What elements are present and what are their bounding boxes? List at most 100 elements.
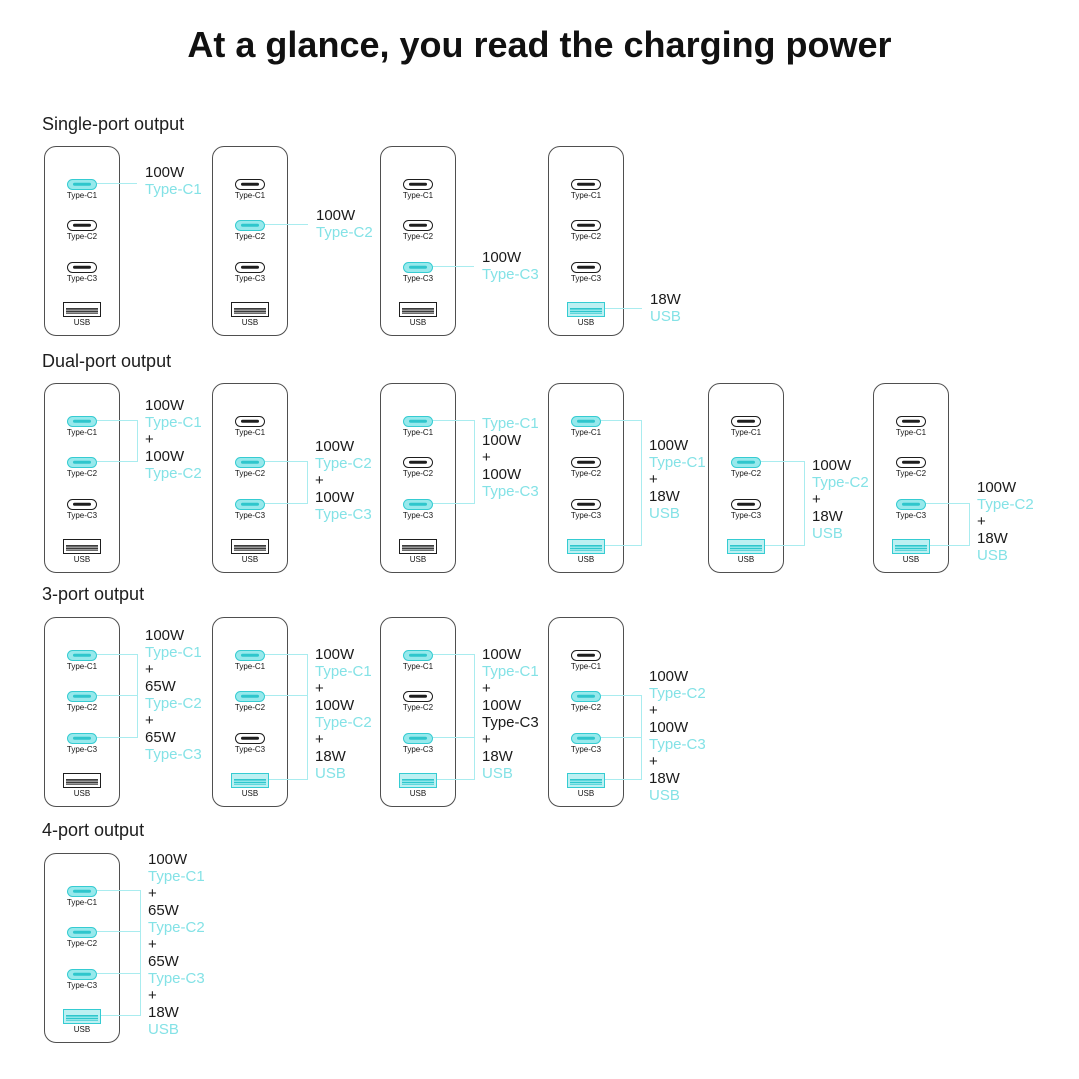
port-label-c3: Type-C3 [66,511,98,520]
connector-line [605,779,641,781]
typec-port-c1-active [235,649,265,661]
typec-port-c2 [403,690,433,702]
typec-slot [409,182,427,186]
typec-port-c2 [896,456,926,468]
typec-port-c1-active [67,415,97,427]
typec-slot [73,930,91,934]
typec-slot [241,736,259,740]
connector-line [265,503,307,505]
power-label-line: 100W [649,668,689,685]
connector-bracket [969,503,971,547]
page-title: At a glance, you read the charging power [187,24,892,65]
port-label-c1: Type-C1 [730,428,762,437]
power-label-line: 100W [482,697,522,714]
port-label-c2: Type-C2 [570,232,602,241]
typec-port-c1 [235,415,265,427]
typec-slot [577,502,595,506]
port-label-c1: Type-C1 [402,428,434,437]
typec-slot [73,972,91,976]
connector-line [97,890,140,892]
usb-port [63,772,101,788]
usb-port-active [892,538,930,554]
connector-line [433,737,474,739]
port-label-c2: Type-C2 [66,939,98,948]
typec-port-c3 [67,498,97,510]
usb-port-active [727,538,765,554]
power-label-line: Type-C1 [148,868,205,885]
power-label-line: 18W [977,530,1008,547]
power-label-line: USB [315,765,346,782]
power-label-line: 100W [649,719,689,736]
typec-slot [577,223,595,227]
typec-port-c2-active [235,456,265,468]
usb-contact-bar [66,778,98,785]
typec-port-c3 [571,261,601,273]
usb-port-active [567,301,605,317]
port-label-usb: USB [902,555,920,564]
usb-contact-bar [402,307,434,314]
port-label-c3: Type-C3 [234,745,266,754]
port-label-c1: Type-C1 [570,191,602,200]
power-label-line: 100W [482,249,522,266]
port-label-c1: Type-C1 [402,662,434,671]
typec-port-c3 [235,732,265,744]
connector-line [97,420,137,422]
power-label-line: 100W [145,164,185,181]
port-label-c3: Type-C3 [402,274,434,283]
port-label-usb: USB [409,789,427,798]
power-label-line: USB [649,505,680,522]
port-label-c2: Type-C2 [66,469,98,478]
connector-line [265,695,307,697]
power-label-line: 18W [148,1004,179,1021]
typec-port-c2-active [235,690,265,702]
power-label-line: Type-C3 [482,714,539,731]
typec-port-c3 [731,498,761,510]
power-label-line: USB [812,525,843,542]
power-label-line: Type-C2 [145,695,202,712]
typec-slot [409,223,427,227]
typec-slot [577,736,595,740]
connector-line [433,503,474,505]
connector-line [433,654,474,656]
typec-slot [241,653,259,657]
usb-contact-bar [234,544,266,551]
typec-slot [409,736,427,740]
usb-contact-bar [402,778,434,785]
power-label-line: 100W [315,438,355,455]
power-label-line: Type-C3 [649,736,706,753]
power-label-line: 18W [650,291,681,308]
port-label-c3: Type-C3 [570,274,602,283]
power-label-line: Type-C1 [145,644,202,661]
usb-port [231,538,269,554]
typec-port-c1 [571,178,601,190]
port-label-c3: Type-C3 [234,511,266,520]
usb-port [63,301,101,317]
power-label-line: + [482,731,491,748]
power-label-line: + [812,491,821,508]
typec-slot [409,419,427,423]
typec-slot [73,419,91,423]
power-label-line: 18W [482,748,513,765]
typec-port-c3-active [571,732,601,744]
power-label-line: USB [148,1021,179,1038]
power-label-line: + [148,885,157,902]
connector-bracket [474,420,476,505]
typec-slot [577,694,595,698]
usb-contact-bar [66,307,98,314]
connector-bracket [137,654,139,739]
connector-line [97,695,137,697]
typec-slot [902,419,920,423]
usb-contact-bar [570,544,602,551]
port-label-usb: USB [409,318,427,327]
typec-slot [73,502,91,506]
